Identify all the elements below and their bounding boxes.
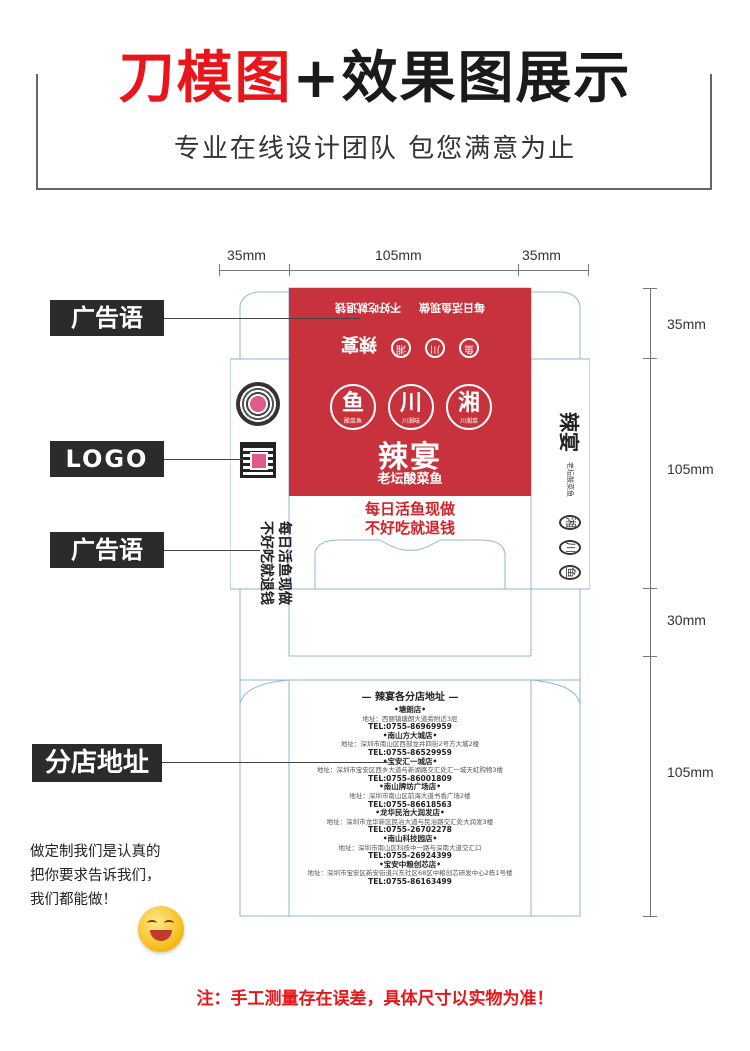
header-frame xyxy=(36,74,712,190)
sichuan-badge-icon: 川 川湘味 xyxy=(388,384,434,430)
address-title: — 辣宴各分店地址 — xyxy=(361,692,459,703)
title-red: 刀模图 xyxy=(118,46,293,111)
dim-right-3: 30mm xyxy=(667,612,706,628)
dim-right-2: 105mm xyxy=(667,461,714,477)
top-flap-print: 鱼 川 湘 辣宴 每日活鱼现做 不好吃就退钱 xyxy=(289,300,531,360)
dim-tick xyxy=(643,656,657,657)
flap-slogan-1: 每日活鱼现做 xyxy=(419,301,485,314)
label-slogan-side: 广告语 xyxy=(50,532,164,568)
title-plus: + xyxy=(292,46,342,111)
brand-sub: 老坛酸菜鱼 xyxy=(377,472,443,487)
dim-tick xyxy=(643,916,657,917)
smiley-emoji-icon xyxy=(138,906,184,952)
side-slogan: 每日活鱼现做 不好吃就退钱 xyxy=(223,521,293,605)
brand-name: 辣宴 xyxy=(378,440,442,475)
flap-slogan-2: 不好吃就退钱 xyxy=(335,301,401,314)
store-item: •宝安中粮创芯店•地址：深圳市宝安区新安街道兴东社区68区中粮创芯研发中心2栋1… xyxy=(307,859,513,886)
front-slogan-2: 不好吃就退钱 xyxy=(364,519,455,537)
note-line-1: 做定制我们是认真的 xyxy=(30,844,161,860)
dim-top-right: 35mm xyxy=(522,247,561,263)
page-subtitle: 专业在线设计团队 包您满意为止 xyxy=(173,134,577,164)
label-leader xyxy=(164,318,360,319)
qr-code-icon xyxy=(240,442,276,478)
right-side-print: 辣宴 老坛酸菜鱼 湘 川 鱼 xyxy=(556,412,585,580)
footer-note: 注：手工测量存在误差，具体尺寸以实物为准！ xyxy=(196,989,554,1009)
dim-tick xyxy=(219,264,220,276)
flap-brand: 辣宴 xyxy=(341,333,377,354)
badge-sub: 川湘味 xyxy=(401,418,420,425)
dim-tick xyxy=(588,264,589,276)
side-slogan-1: 每日活鱼现做 xyxy=(276,521,292,605)
dim-tick xyxy=(518,264,519,276)
label-slogan-top: 广告语 xyxy=(50,300,164,336)
badges-row: 鱼 酸菜鱼 川 川湘味 湘 川湘菜 xyxy=(330,384,492,430)
label-leader xyxy=(162,762,388,763)
label-logo: LOGO xyxy=(50,441,164,477)
qr-logo-icon xyxy=(250,452,268,470)
header-frame-gap xyxy=(80,66,670,86)
custom-note: 做定制我们是认真的 把你要求告诉我们， 我们都能做！ xyxy=(30,840,210,912)
dim-tick xyxy=(289,264,290,276)
dim-top-left: 35mm xyxy=(227,247,266,263)
flap-badge-icon: 川 xyxy=(425,338,445,358)
dim-top-mid: 105mm xyxy=(375,247,422,263)
label-leader xyxy=(164,459,244,460)
flap-badge-icon: 鱼 xyxy=(459,338,479,358)
badge-sub: 酸菜鱼 xyxy=(343,418,362,425)
flap-badge-icon: 湘 xyxy=(391,338,411,358)
page-title: 刀模图+效果图展示 xyxy=(0,44,750,114)
label-address: 分店地址 xyxy=(32,744,162,782)
dim-tick xyxy=(643,288,657,289)
dim-tick xyxy=(643,358,657,359)
title-black: 效果图展示 xyxy=(341,46,632,111)
side-slogan-2: 不好吃就退钱 xyxy=(258,521,274,605)
dim-right-4: 105mm xyxy=(667,764,714,780)
mini-program-qr-icon xyxy=(236,382,280,426)
dim-tick xyxy=(643,588,657,589)
hunan-badge-icon: 湘 川湘菜 xyxy=(446,384,492,430)
badge-sub: 川湘菜 xyxy=(459,418,478,425)
dim-right-1: 35mm xyxy=(667,316,706,332)
side-brand-sub: 老坛酸菜鱼 xyxy=(566,462,575,497)
note-line-2: 把你要求告诉我们， xyxy=(30,868,161,884)
dim-line-top xyxy=(219,270,589,271)
fish-badge-icon: 鱼 酸菜鱼 xyxy=(330,384,376,430)
note-line-3: 我们都能做！ xyxy=(30,892,117,908)
side-brand: 辣宴 xyxy=(557,412,581,452)
front-slogan-1: 每日活鱼现做 xyxy=(364,500,455,518)
label-leader xyxy=(164,550,260,551)
dim-line-right xyxy=(650,288,651,916)
front-slogan: 每日活鱼现做 不好吃就退钱 xyxy=(289,500,531,538)
